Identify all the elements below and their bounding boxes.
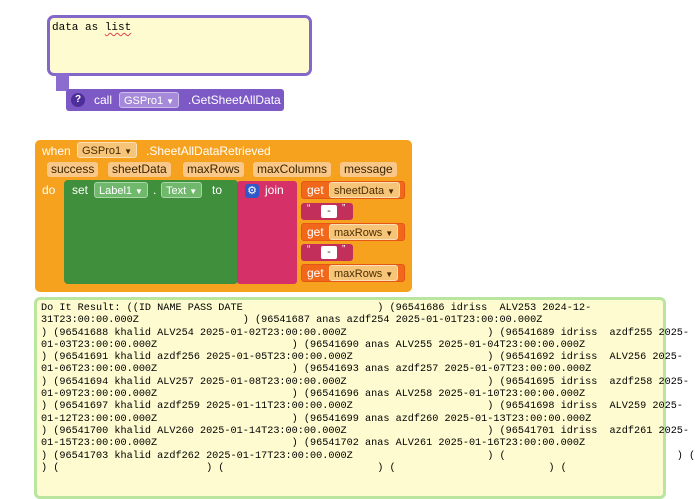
quote-close-icon: ” — [342, 203, 346, 214]
result-line: 01-09T23:00:00.000Z ) (96541696 anas ALV… — [41, 389, 586, 401]
result-line: ) (96541691 khalid azdf256 2025-01-05T23… — [41, 352, 683, 364]
param-success[interactable]: success — [47, 162, 99, 177]
comment-bubble[interactable] — [47, 15, 312, 76]
result-line: ) (96541700 khalid ALV260 2025-01-14T23:… — [41, 425, 690, 437]
get-label: get — [307, 225, 324, 239]
result-line: ) ( ) ( ) ( ) ( — [41, 462, 677, 474]
set-label: set — [72, 183, 89, 197]
comment-text-plain: data as — [52, 22, 105, 34]
result-line: Do It Result: ((ID NAME PASS DATE ) (965… — [41, 303, 592, 314]
result-line: 01-15T23:00:00.000Z ) (96541702 anas ALV… — [41, 438, 586, 450]
to-label: to — [212, 183, 223, 197]
comment-connector — [56, 73, 69, 91]
result-line: 01-12T23:00:00.000Z ) (96541699 anas azd… — [41, 413, 592, 425]
set-property-name: Text — [166, 185, 187, 197]
quote-close-icon: ” — [342, 244, 346, 255]
get-variable-name: maxRows — [334, 268, 383, 280]
text-string-block[interactable]: “ - ” — [301, 203, 353, 220]
get-label: get — [307, 183, 324, 197]
event-component-name: GSPro1 — [82, 145, 122, 157]
get-variable-dropdown[interactable]: maxRows▼ — [329, 265, 399, 281]
when-label: when — [42, 144, 71, 158]
result-line: 31T23:00:00.000Z ) (96541687 anas azdf25… — [41, 315, 543, 327]
param-message[interactable]: message — [340, 162, 397, 177]
event-component-dropdown[interactable]: GSPro1▼ — [77, 142, 138, 158]
result-line: 01-06T23:00:00.000Z ) (96541693 anas azd… — [41, 364, 592, 376]
text-string-value[interactable]: - — [321, 246, 337, 259]
call-component-name: GSPro1 — [124, 95, 164, 107]
comment-text-misspelled: list — [104, 22, 132, 34]
join-label: join — [265, 183, 284, 197]
set-label-text-block[interactable] — [64, 180, 238, 284]
text-string-block[interactable]: “ - ” — [301, 244, 353, 261]
result-line: 01-03T23:00:00.000Z ) (96541690 anas ALV… — [41, 339, 586, 351]
chevron-down-icon: ▼ — [189, 187, 198, 196]
chevron-down-icon: ▼ — [135, 187, 143, 196]
quote-open-icon: “ — [307, 244, 311, 255]
event-name: .SheetAllDataRetrieved — [146, 144, 271, 158]
comment-text[interactable]: data as list — [52, 22, 302, 34]
set-component-dropdown[interactable]: Label1▼ — [94, 182, 148, 198]
chevron-down-icon: ▼ — [166, 97, 175, 106]
chevron-down-icon: ▼ — [124, 147, 133, 156]
do-label: do — [42, 183, 56, 197]
result-line: ) (96541703 khalid azdf262 2025-01-17T23… — [41, 450, 695, 462]
get-label: get — [307, 266, 324, 280]
chevron-down-icon: ▼ — [385, 270, 394, 279]
result-line: ) (96541694 khalid ALV257 2025-01-08T23:… — [41, 376, 690, 388]
do-it-result-text[interactable]: Do It Result: ((ID NAME PASS DATE ) (965… — [41, 303, 695, 475]
call-label: call — [94, 93, 113, 107]
do-it-result-bubble[interactable] — [34, 297, 666, 499]
gear-icon[interactable]: ⚙ — [245, 184, 259, 198]
get-variable-dropdown[interactable]: sheetData▼ — [329, 182, 401, 198]
text-string-value[interactable]: - — [321, 205, 337, 218]
result-line: ) (96541697 khalid azdf259 2025-01-11T23… — [41, 401, 683, 413]
param-maxrows[interactable]: maxRows — [183, 162, 244, 177]
help-icon[interactable]: ? — [71, 93, 85, 107]
get-variable-dropdown[interactable]: maxRows▼ — [329, 224, 399, 240]
quote-open-icon: “ — [307, 203, 311, 214]
result-line: ) (96541688 khalid ALV254 2025-01-02T23:… — [41, 327, 690, 339]
set-component-name: Label1 — [99, 185, 133, 197]
call-method: .GetSheetAllData — [188, 93, 281, 107]
param-maxcolumns[interactable]: maxColumns — [253, 162, 332, 177]
get-variable-name: sheetData — [334, 185, 385, 197]
param-sheetdata[interactable]: sheetData — [108, 162, 171, 177]
chevron-down-icon: ▼ — [385, 229, 394, 238]
chevron-down-icon: ▼ — [387, 187, 396, 196]
join-block[interactable] — [237, 181, 297, 284]
set-property-dropdown[interactable]: Text▼ — [161, 182, 203, 198]
dot-separator: . — [153, 183, 157, 197]
get-variable-name: maxRows — [334, 227, 383, 239]
call-component-dropdown[interactable]: GSPro1▼ — [119, 92, 180, 108]
